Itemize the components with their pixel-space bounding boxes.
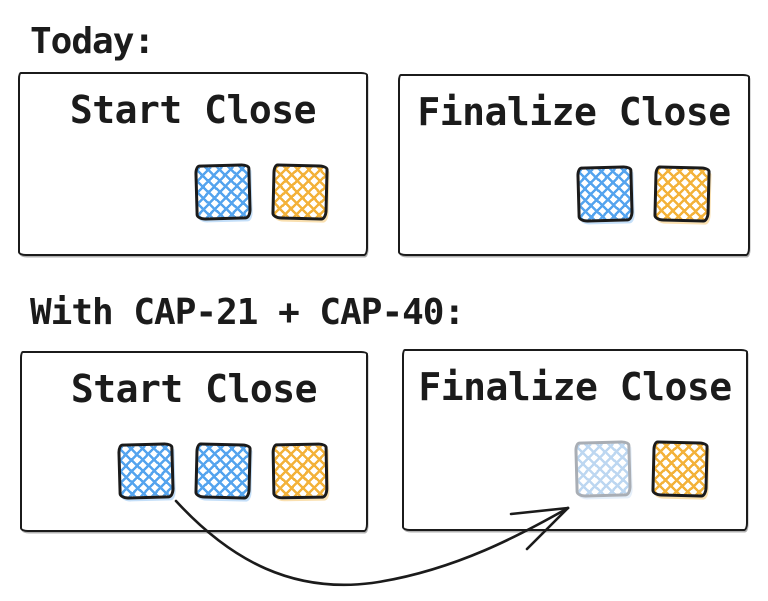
task-chip-blue	[194, 163, 252, 221]
stage-box-title: Finalize Close	[417, 90, 731, 134]
task-chip-blue	[117, 442, 175, 500]
task-chip-row	[574, 440, 709, 498]
stage-box-today-finalize-close: Finalize Close	[398, 74, 750, 256]
task-chip-orange	[271, 442, 329, 500]
section-label-with-caps: With CAP-21 + CAP-40:	[30, 292, 465, 333]
task-chip-row	[194, 163, 329, 221]
stage-box-title: Start Close	[70, 367, 318, 411]
task-chip-row	[117, 442, 329, 500]
stage-box-today-start-close: Start Close	[18, 72, 368, 256]
task-chip-blue	[576, 165, 634, 223]
task-chip-blue	[194, 442, 252, 500]
task-chip-orange	[653, 165, 711, 223]
task-chip-orange	[651, 440, 709, 498]
stage-box-cap-start-close: Start Close	[20, 351, 368, 532]
section-label-today: Today:	[30, 21, 155, 62]
stage-box-title: Start Close	[69, 88, 317, 132]
task-chip-orange	[271, 163, 329, 221]
task-chip-row	[576, 165, 711, 223]
stage-box-cap-finalize-close: Finalize Close	[402, 349, 748, 531]
stage-box-title: Finalize Close	[418, 365, 732, 409]
task-chip-faded-blue	[574, 440, 632, 498]
